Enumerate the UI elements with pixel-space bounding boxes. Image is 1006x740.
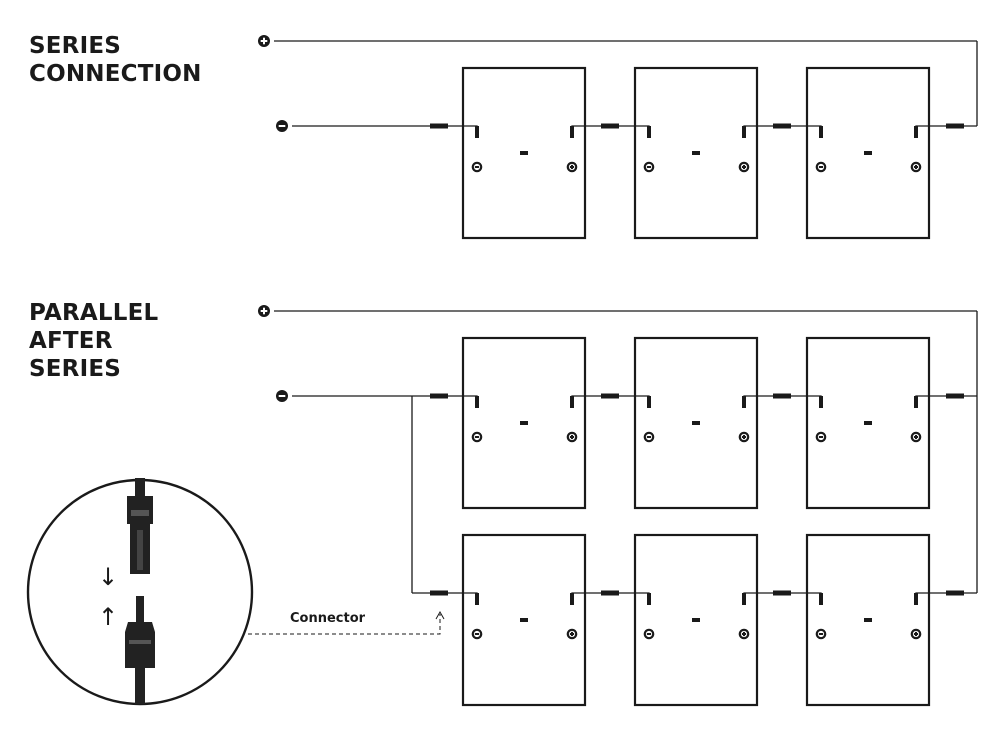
- wire-connector-plug: [773, 590, 791, 596]
- connector-pointer-line: [248, 614, 441, 635]
- positive-terminal-icon: [738, 628, 750, 640]
- solar-panel: [633, 66, 759, 240]
- negative-terminal-icon-ring: [815, 628, 827, 640]
- panel-frame: [633, 336, 759, 510]
- male-connector-ring: [129, 640, 151, 644]
- solar-panel: [461, 533, 587, 707]
- series-connection-title: SERIES CONNECTION: [29, 32, 202, 88]
- negative-terminal-icon: [815, 431, 827, 443]
- positive-terminal-icon: [738, 161, 750, 173]
- solar-panel: [633, 533, 759, 707]
- junction-box-mark: [864, 618, 872, 622]
- connector-pointer-arrowhead: [435, 610, 445, 620]
- solar-panel: [633, 336, 759, 510]
- negative-terminal-icon: [471, 628, 483, 640]
- negative-terminal-icon: [815, 628, 827, 640]
- positive-terminal-icon-ring: [566, 161, 578, 173]
- positive-terminal-icon-ring: [566, 628, 578, 640]
- negative-terminal-icon-ring: [471, 628, 483, 640]
- junction-box-mark: [520, 151, 528, 155]
- solar-panel: [805, 533, 931, 707]
- wire-connector-plug: [430, 393, 448, 399]
- down-arrow-icon: ↓: [98, 563, 118, 591]
- title-line: SERIES: [29, 356, 122, 382]
- positive-terminal-icon: [258, 35, 270, 47]
- junction-box-mark: [520, 421, 528, 425]
- positive-terminal-icon: [738, 431, 750, 443]
- junction-box-mark: [692, 421, 700, 425]
- solar-panel: [461, 336, 587, 510]
- female-connector-slot: [137, 530, 143, 570]
- wire: [292, 395, 478, 408]
- negative-terminal-icon: [643, 431, 655, 443]
- junction-box-mark: [864, 421, 872, 425]
- negative-terminal-icon: [276, 120, 288, 132]
- solar-panel: [461, 66, 587, 240]
- male-pin-icon: [136, 596, 144, 622]
- positive-terminal-icon-ring: [910, 431, 922, 443]
- positive-terminal-icon: [566, 161, 578, 173]
- positive-terminal-icon-ring: [738, 161, 750, 173]
- positive-terminal-icon-ring: [566, 431, 578, 443]
- negative-terminal-icon: [643, 161, 655, 173]
- positive-terminal-icon: [910, 161, 922, 173]
- negative-terminal-icon: [276, 390, 288, 402]
- connector-label: Connector: [290, 611, 366, 626]
- negative-terminal-icon-ring: [643, 161, 655, 173]
- positive-terminal-icon: [566, 431, 578, 443]
- wire-connector-plug: [601, 393, 619, 399]
- positive-terminal-icon: [910, 431, 922, 443]
- positive-terminal-icon-ring: [910, 628, 922, 640]
- junction-box-mark: [864, 151, 872, 155]
- wire: [292, 125, 478, 138]
- connector-detail-inset: ↓↑: [26, 478, 254, 706]
- solar-panel: [805, 66, 931, 240]
- negative-terminal-icon-ring: [815, 431, 827, 443]
- male-connector-icon: [125, 622, 155, 668]
- female-connector-ring: [131, 510, 149, 516]
- positive-terminal-icon: [566, 628, 578, 640]
- wire-connector-plug: [601, 590, 619, 596]
- junction-box-mark: [520, 618, 528, 622]
- cable-top: [135, 478, 145, 496]
- positive-terminal-icon: [258, 305, 270, 317]
- title-line: SERIES: [29, 33, 122, 59]
- wire-connector-plug: [430, 590, 448, 596]
- positive-terminal-icon-ring: [738, 628, 750, 640]
- title-line: CONNECTION: [29, 61, 202, 87]
- negative-terminal-icon: [643, 628, 655, 640]
- junction-box-mark: [692, 618, 700, 622]
- wire-connector-plug: [946, 123, 964, 129]
- cable-bottom: [135, 668, 145, 704]
- wire-connector-plug: [773, 393, 791, 399]
- negative-terminal-icon-ring: [471, 161, 483, 173]
- positive-terminal-icon-ring: [738, 431, 750, 443]
- wire-connector-plug: [430, 123, 448, 129]
- parallel-after-series-title: PARALLEL AFTER SERIES: [29, 299, 158, 383]
- wire-connector-plug: [946, 590, 964, 596]
- up-arrow-icon: ↑: [98, 603, 118, 631]
- negative-terminal-icon: [815, 161, 827, 173]
- wire-connector-plug: [946, 393, 964, 399]
- wire-connector-plug: [773, 123, 791, 129]
- solar-panel: [805, 336, 931, 510]
- negative-terminal-icon: [471, 431, 483, 443]
- negative-terminal-icon-ring: [643, 628, 655, 640]
- wire-connector-plug: [601, 123, 619, 129]
- negative-terminal-icon: [471, 161, 483, 173]
- title-line: PARALLEL: [29, 300, 159, 326]
- negative-terminal-icon-ring: [471, 431, 483, 443]
- title-line: AFTER: [29, 328, 113, 354]
- negative-terminal-icon-ring: [643, 431, 655, 443]
- positive-terminal-icon: [910, 628, 922, 640]
- junction-box-mark: [692, 151, 700, 155]
- negative-terminal-icon-ring: [815, 161, 827, 173]
- positive-terminal-icon-ring: [910, 161, 922, 173]
